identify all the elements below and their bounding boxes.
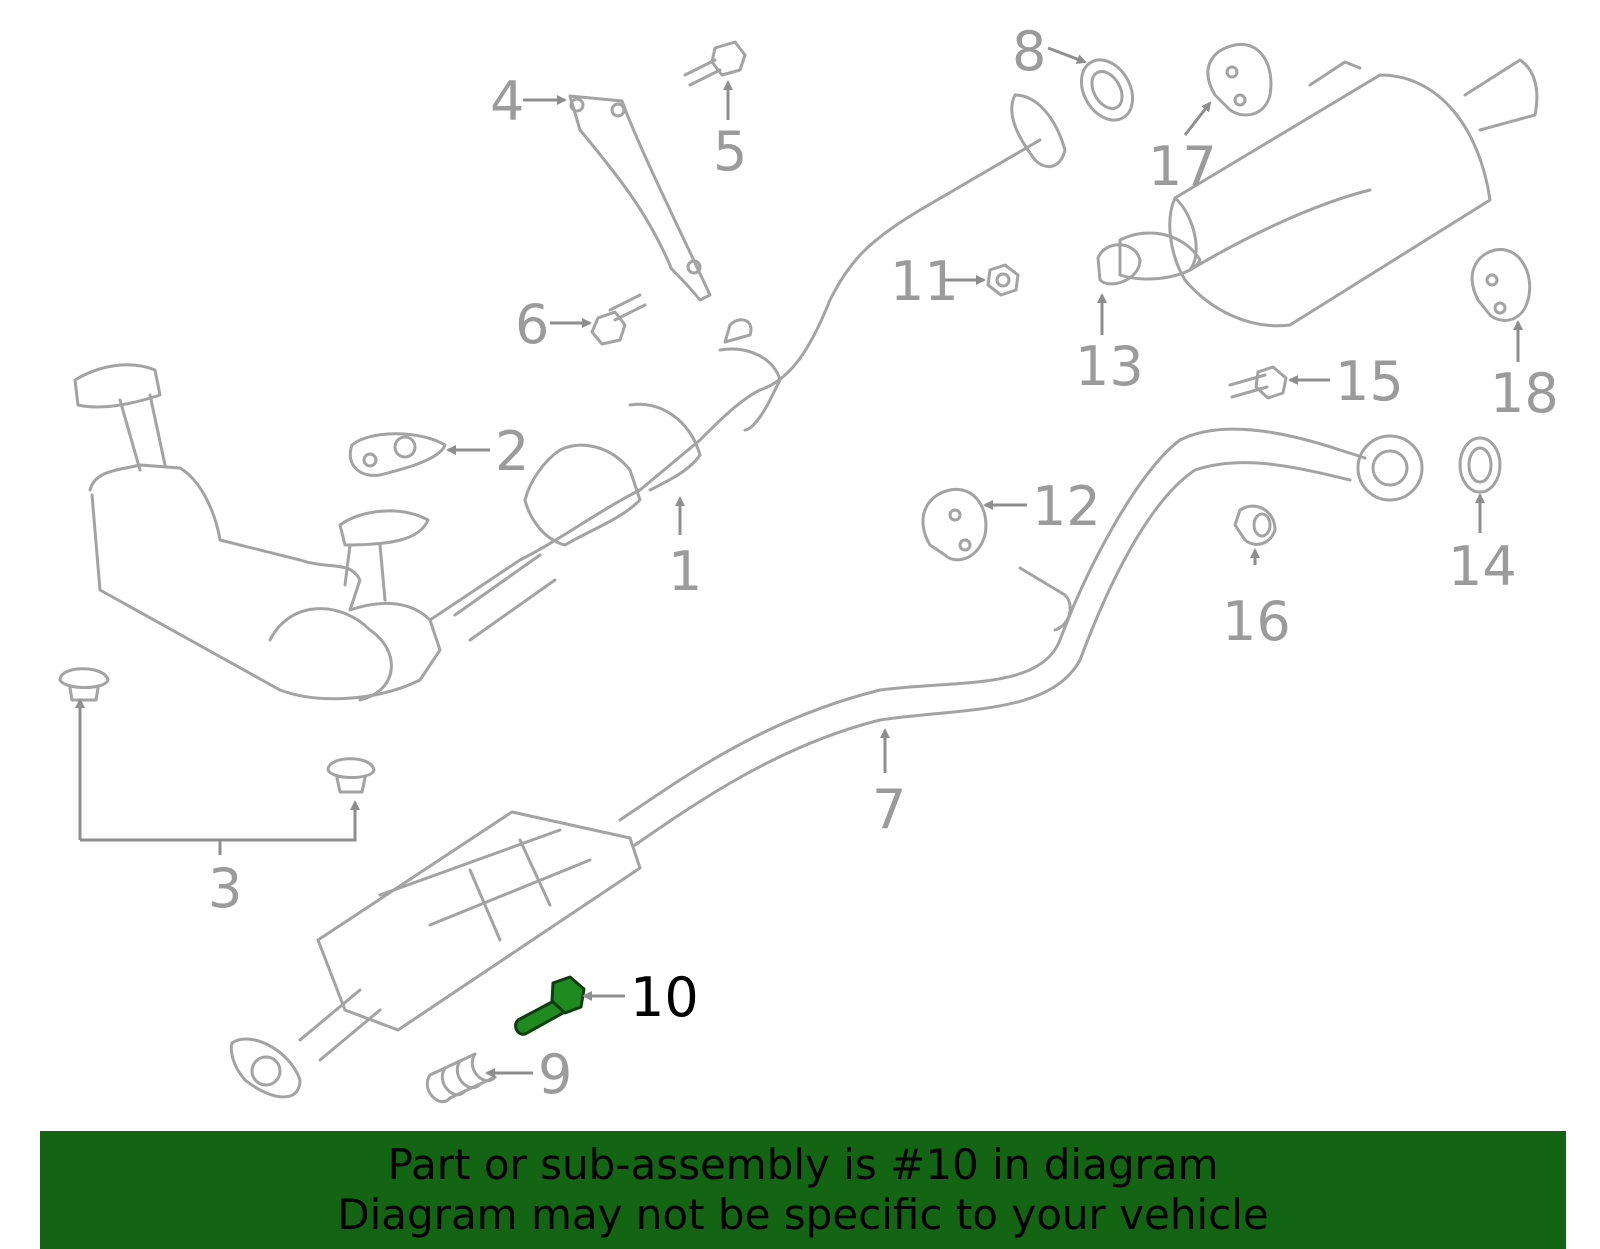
part-2-gasket <box>348 432 447 477</box>
callout-18: 18 <box>1490 362 1559 425</box>
callout-15: 15 <box>1335 350 1404 413</box>
callout-7: 7 <box>872 778 906 841</box>
callout-9: 9 <box>538 1043 572 1106</box>
part-5-bolt <box>683 40 747 87</box>
part-10-bolt-highlighted[interactable] <box>514 975 586 1036</box>
callout-13: 13 <box>1075 335 1144 398</box>
part-1-manifold-front-pipe <box>73 93 1067 702</box>
callout-11: 11 <box>890 250 959 313</box>
part-16-nut <box>1233 504 1277 546</box>
part-13-muffler <box>1096 58 1539 328</box>
part-6-bolt <box>590 293 647 346</box>
part-7-exhaust-pipe <box>229 427 1424 1099</box>
part-9-spring <box>426 1052 497 1104</box>
part-15-bolt <box>1228 365 1288 400</box>
callout-16: 16 <box>1222 590 1291 653</box>
callout-5: 5 <box>713 120 747 183</box>
callout-10[interactable]: 10 <box>630 966 699 1029</box>
callout-2: 2 <box>495 420 529 483</box>
part-12-rubber-mount <box>921 487 988 562</box>
part-17-rubber-mount <box>1206 42 1273 117</box>
callout-12: 12 <box>1032 475 1101 538</box>
callout-6: 6 <box>515 293 549 356</box>
banner-line-part-number: Part or sub-assembly is #10 in diagram <box>387 1140 1219 1189</box>
part-18-rubber-mount <box>1470 248 1532 322</box>
callout-3: 3 <box>208 857 242 920</box>
part-3-nuts <box>58 667 376 794</box>
part-4-bracket <box>568 94 712 302</box>
part-14-gasket-ring <box>1458 436 1502 494</box>
callout-8: 8 <box>1012 20 1046 83</box>
banner-line-disclaimer: Diagram may not be specific to your vehi… <box>337 1190 1269 1239</box>
callout-14: 14 <box>1448 535 1517 598</box>
callout-1: 1 <box>668 540 702 603</box>
leader-lines <box>75 46 1523 1078</box>
callout-17: 17 <box>1148 135 1217 198</box>
info-banner: Part or sub-assembly is #10 in diagram D… <box>40 1131 1566 1249</box>
part-8-gasket-ring <box>1079 58 1135 122</box>
part-11-nut <box>986 263 1020 297</box>
callout-4: 4 <box>490 70 524 133</box>
